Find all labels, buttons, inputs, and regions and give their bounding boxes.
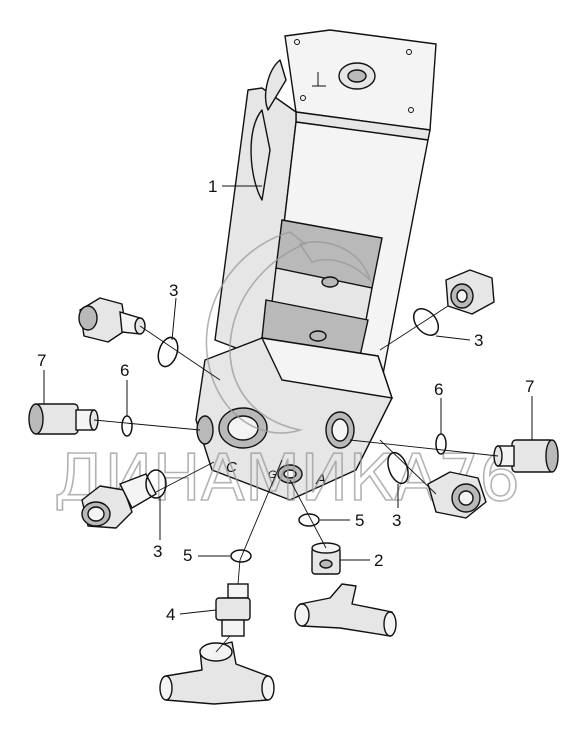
- callout-7-right: 7: [525, 377, 534, 396]
- callout-numbers: 1 2 3 3 3 3 4 5 5 6 6 7 7: [37, 177, 534, 624]
- callout-7-left: 7: [37, 351, 46, 370]
- tee-left: [159, 641, 275, 705]
- callout-5-right: 5: [355, 511, 364, 530]
- o-ring-6-left: [121, 415, 133, 437]
- callout-2: 2: [374, 551, 383, 570]
- assembly-axes: [93, 305, 499, 653]
- nut-3-lower-left: [81, 473, 157, 529]
- nut-3-lower-right: [427, 471, 487, 519]
- o-ring-3-lower-left: [145, 469, 167, 499]
- fitting-7-left: [28, 403, 99, 435]
- fitting-3-upper-right: [445, 269, 495, 315]
- o-ring-5-left: [230, 549, 252, 563]
- union-4: [215, 583, 251, 637]
- callout-4: 4: [166, 605, 175, 624]
- union-2: [311, 542, 341, 575]
- o-ring-5-right: [298, 513, 320, 527]
- callout-3-upper-left: 3: [169, 281, 178, 300]
- callout-6-left: 6: [120, 361, 129, 380]
- callout-3-upper-right: 3: [474, 331, 483, 350]
- valve-body: C G A: [195, 29, 437, 501]
- callout-3-lower-left: 3: [153, 542, 162, 561]
- callout-3-lower-right: 3: [392, 511, 401, 530]
- port-label-c: C: [226, 459, 237, 476]
- o-ring-3-left: [157, 336, 179, 368]
- callout-1: 1: [208, 177, 217, 196]
- callout-6-right: 6: [434, 380, 443, 399]
- leader-lines: [43, 185, 533, 615]
- fitting-3-upper-left: [78, 297, 146, 343]
- callout-5-left: 5: [183, 546, 192, 565]
- port-label-g: G: [268, 469, 277, 481]
- fitting-7-right: [493, 439, 559, 473]
- tee-right: [294, 583, 397, 637]
- port-label-a: A: [315, 471, 326, 488]
- o-ring-3-upper-right: [412, 308, 440, 336]
